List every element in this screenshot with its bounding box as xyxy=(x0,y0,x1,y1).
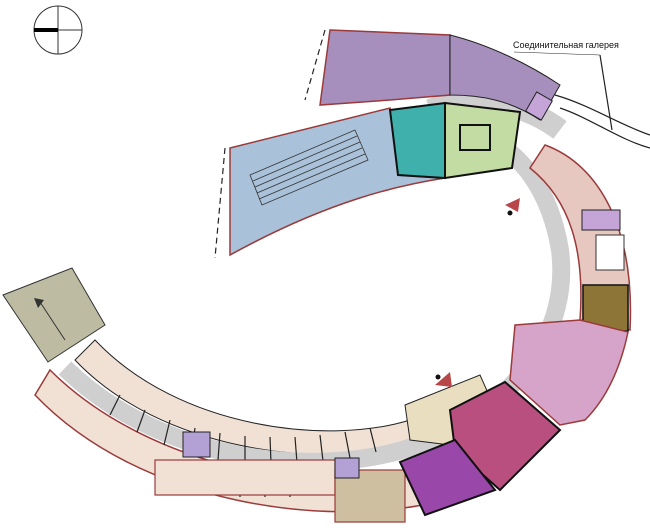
lilac-room xyxy=(525,91,553,121)
stair xyxy=(595,234,625,271)
entrance-arrow-icon xyxy=(435,372,452,387)
violet-room xyxy=(398,438,497,517)
gallery-label: Соединительная галерея xyxy=(513,40,619,50)
light-green-room xyxy=(444,101,522,180)
lilac-room xyxy=(182,431,211,458)
lilac-room xyxy=(581,209,621,231)
north-compass-icon xyxy=(33,5,83,55)
east-hall xyxy=(529,144,632,331)
teal-room xyxy=(388,101,446,180)
dashed-outline xyxy=(214,29,326,259)
purple-top-block xyxy=(319,29,451,106)
pool-lanes xyxy=(249,129,369,206)
entrance-arrow-icon xyxy=(505,198,520,216)
south-room-block xyxy=(154,459,336,496)
green-room-detail xyxy=(459,124,491,151)
lilac-room xyxy=(334,457,360,479)
south-room-block-lower xyxy=(334,469,406,523)
lilac-hall xyxy=(509,319,629,426)
connecting-gallery xyxy=(513,51,650,149)
grey-green-block xyxy=(2,267,106,363)
